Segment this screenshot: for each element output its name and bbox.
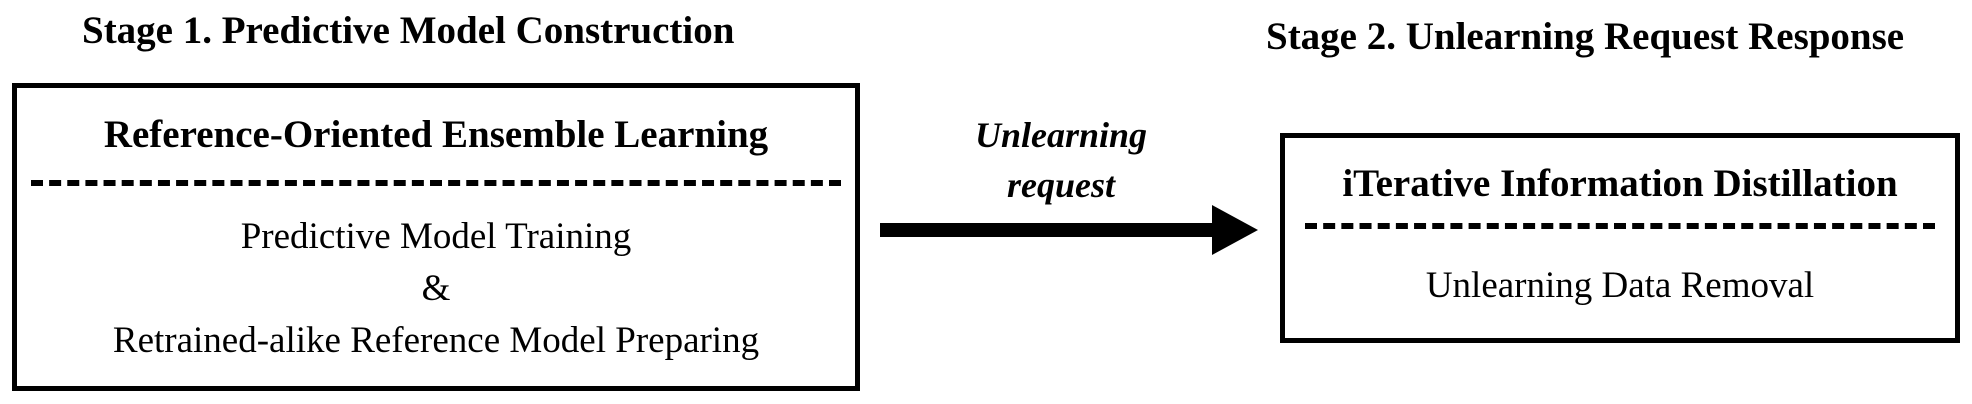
stage1-title: Stage 1. Predictive Model Construction bbox=[82, 9, 735, 52]
stage2-box-heading: iTerative Information Distillation bbox=[1342, 162, 1898, 205]
stage2-title: Stage 2. Unlearning Request Response bbox=[1266, 15, 1905, 58]
stage1-body-line-3: Retrained-alike Reference Model Preparin… bbox=[112, 320, 760, 361]
stage1-box-body: Predictive Model Training & Retrained-al… bbox=[17, 211, 855, 367]
flow-arrow-icon bbox=[880, 205, 1258, 255]
stage1-body-line-1: Predictive Model Training bbox=[240, 216, 632, 257]
arrow-label-line-2: request bbox=[1007, 165, 1115, 205]
flow-arrow-head bbox=[1212, 205, 1258, 255]
arrow-label: Unlearning request bbox=[946, 110, 1176, 210]
flow-arrow-shaft bbox=[880, 223, 1225, 237]
stage1-box-heading: Reference-Oriented Ensemble Learning bbox=[103, 113, 769, 156]
stage1-box: Reference-Oriented Ensemble Learning Pre… bbox=[12, 83, 860, 391]
stage1-dashed-divider bbox=[31, 180, 841, 186]
stage2-dashed-divider bbox=[1305, 223, 1935, 229]
stage1-body-line-2: & bbox=[421, 268, 451, 309]
stage2-box-body: Unlearning Data Removal bbox=[1285, 260, 1955, 312]
arrow-label-line-1: Unlearning bbox=[974, 115, 1148, 155]
stage2-box: iTerative Information Distillation Unlea… bbox=[1280, 133, 1960, 343]
stage2-body-line-1: Unlearning Data Removal bbox=[1425, 265, 1815, 306]
